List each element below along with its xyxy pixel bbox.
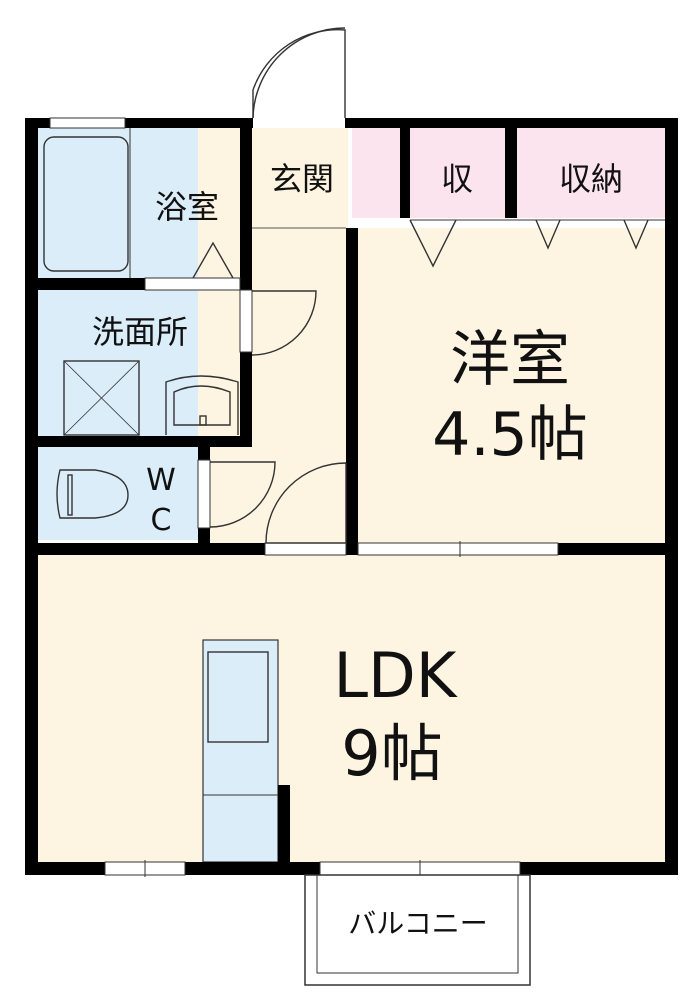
bath-door-icon xyxy=(192,241,234,279)
storage-small-floor xyxy=(410,128,505,218)
balcony-label: バルコニー xyxy=(348,907,487,940)
toilet-icon xyxy=(56,469,129,519)
wc-floor xyxy=(38,447,198,540)
washroom-label: 洗面所 xyxy=(92,313,188,351)
ldk-floor xyxy=(38,555,665,862)
washing-machine-icon xyxy=(63,360,140,436)
bath-label: 浴室 xyxy=(155,188,219,226)
wc-label-w: W xyxy=(146,463,176,498)
bathtub-icon xyxy=(43,136,129,272)
ldk-size: 9帖 xyxy=(341,717,442,790)
wc-label-c: C xyxy=(151,503,172,538)
wc-door-icon xyxy=(209,461,276,528)
storage-small-label: 収 xyxy=(441,160,473,198)
western-room-size: 4.5帖 xyxy=(432,400,587,470)
western-room-name: 洋室 xyxy=(450,325,570,395)
closet-door-icon xyxy=(409,219,649,268)
storage-floor xyxy=(517,128,665,218)
washroom-door-icon xyxy=(251,290,317,356)
storage-label: 収納 xyxy=(559,160,623,198)
entrance-door-icon xyxy=(252,29,346,118)
western-room-floor xyxy=(358,228,665,543)
walls xyxy=(25,118,678,875)
balcony xyxy=(304,874,531,986)
entrance-label: 玄関 xyxy=(270,160,334,198)
sink-icon xyxy=(165,375,239,435)
kitchen-counter xyxy=(202,639,279,863)
ldk-door-icon xyxy=(265,462,347,544)
hall-floor xyxy=(198,128,348,543)
ldk-name: LDK xyxy=(334,639,458,712)
entrance-closet xyxy=(352,128,400,218)
